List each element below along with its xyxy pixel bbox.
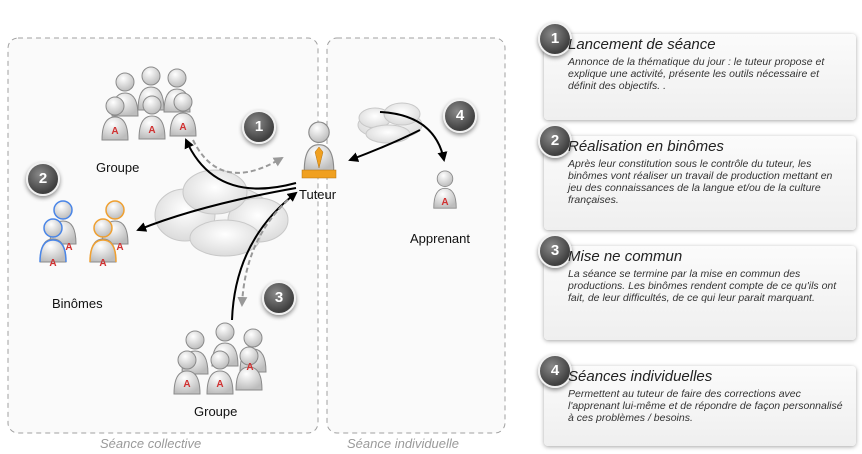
diagram-badge-3: 3 — [262, 281, 296, 315]
step-box — [544, 366, 856, 446]
person-letter: A — [441, 197, 448, 208]
step-text: Après leur constitution sous le contrôle… — [568, 158, 833, 206]
person-letter: A — [148, 125, 155, 136]
step-badge: 3 — [538, 234, 572, 268]
step-text: La séance se termine par la mise en comm… — [568, 268, 837, 304]
step-2: 2 Réalisation en binômes Après leur cons… — [538, 124, 856, 230]
step-3: 3 Mise ne commun La séance se termine pa… — [538, 234, 856, 340]
central-cloud — [154, 169, 289, 257]
label-groupe-bottom: Groupe — [194, 404, 238, 419]
person-letter: A — [183, 379, 190, 390]
group-top-letters: A A A — [111, 122, 186, 137]
arrow-groupe-bottom-to-tuteur — [231, 191, 298, 321]
step-4: 4 Séances individuelles Permettent au tu… — [538, 354, 856, 446]
step-title: Réalisation en binômes — [568, 138, 724, 155]
person-letter: A — [99, 258, 106, 269]
person-letter: A — [65, 242, 72, 253]
step-text: Annonce de la thématique du jour : le tu… — [568, 56, 825, 92]
arrow-tuteur-to-apprenant — [379, 111, 448, 162]
diagram-badge-2: 2 — [26, 162, 60, 196]
arrows — [136, 111, 448, 321]
arrow-apprenant-to-tuteur — [348, 129, 421, 162]
person-letter: A — [216, 379, 223, 390]
label-binomes: Binômes — [52, 296, 103, 311]
step-box — [544, 136, 856, 230]
small-cloud — [357, 102, 423, 144]
label-tuteur: Tuteur — [299, 187, 337, 202]
label-seance-collective: Séance collective — [100, 436, 202, 451]
person-letter: A — [49, 258, 56, 269]
step-text: Permettent au tuteur de faire des correc… — [568, 388, 843, 424]
person-letter: A — [111, 126, 118, 137]
person-letter: A — [246, 362, 253, 373]
step-box — [544, 246, 856, 340]
arrow-tuteur-to-binomes — [136, 187, 297, 232]
step-title: Mise ne commun — [568, 248, 683, 265]
diagram-badge-1: 1 — [242, 110, 276, 144]
person-letter: A — [116, 242, 123, 253]
step-1: 1 Lancement de séance Annonce de la thém… — [538, 22, 856, 120]
step-badge: 1 — [538, 22, 572, 56]
step-title: Séances individuelles — [568, 368, 713, 385]
tuteur-figure — [301, 121, 337, 179]
arrow-tuteur-to-groupe-top — [184, 138, 297, 190]
binomes-outlines — [39, 200, 125, 263]
diagram-badge-4: 4 — [443, 99, 477, 133]
step-box — [544, 34, 856, 120]
step-title: Lancement de séance — [568, 36, 716, 53]
arrow-groupe-top-to-tuteur — [192, 139, 284, 174]
step-badge: 4 — [538, 354, 572, 388]
binomes-letters: A A A A — [49, 242, 123, 269]
collective-panel — [7, 37, 319, 434]
person-letter: A — [179, 122, 186, 133]
label-apprenant: Apprenant — [410, 231, 470, 246]
step-badge: 2 — [538, 124, 572, 158]
label-seance-individuelle: Séance individuelle — [347, 436, 460, 451]
group-bottom-letters: A A A — [183, 362, 253, 390]
arrow-tuteur-to-groupe-bottom — [237, 199, 289, 307]
label-groupe-top: Groupe — [96, 160, 140, 175]
